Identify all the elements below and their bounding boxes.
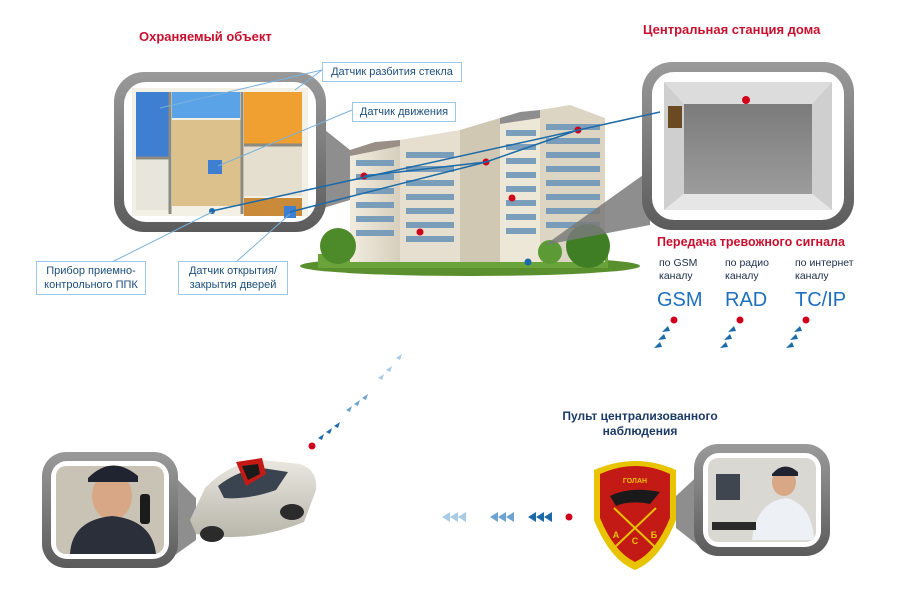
- channel-gsm-line1: по GSM: [659, 257, 698, 269]
- room-interior-image: [664, 82, 832, 210]
- channel-gsm-description: по GSM каналу: [659, 257, 697, 283]
- logo-letter-1: А: [613, 530, 620, 540]
- logo-letter-3: Б: [651, 530, 658, 540]
- glass-break-sensor-label: Датчик разбития стекла: [331, 66, 453, 78]
- glass-break-sensor-callout: Датчик разбития стекла: [322, 62, 462, 82]
- channel-signal-arrows: [654, 316, 810, 348]
- channel-radio-protocol: RAD: [725, 289, 768, 311]
- motion-sensor-callout: Датчик движения: [352, 102, 456, 122]
- channel-radio-line1: по радио: [725, 257, 769, 269]
- door-sensor-label-line1: Датчик открытия/: [188, 265, 278, 277]
- logo-text-group: ГОЛАН А С Б: [613, 478, 658, 546]
- channel-internet-line1: по интернет: [795, 257, 854, 269]
- door-sensor-callout: Датчик открытия/ закрытия дверей: [178, 261, 288, 295]
- car-signal-arrows: [308, 354, 402, 450]
- channel-radio-description: по радио каналу: [725, 257, 769, 283]
- door-sensor-label-line2: закрытия дверей: [189, 279, 277, 291]
- logo-top-text: ГОЛАН: [623, 478, 647, 485]
- channel-internet-protocol: TC/IP: [795, 289, 847, 311]
- logo-letter-2: С: [632, 536, 639, 546]
- monitoring-console-title-line2: наблюдения: [602, 424, 678, 438]
- central-station-title: Центральная станция дома: [643, 22, 821, 37]
- control-panel-label-line2: контрольного ППК: [44, 279, 138, 291]
- channel-gsm-protocol: GSM: [657, 289, 703, 311]
- channel-radio-line2: каналу: [725, 270, 759, 282]
- monitoring-console-title: Пульт централизованного наблюдения: [556, 409, 724, 439]
- channel-internet-description: по интернет каналу: [795, 257, 854, 283]
- control-panel-callout: Прибор приемно- контрольного ППК: [36, 261, 146, 295]
- floorplan-monitor: [114, 72, 350, 232]
- console-signal-arrows: [442, 512, 573, 522]
- central-unit-icon: [742, 96, 750, 104]
- operator-photo: [708, 458, 816, 542]
- motion-sensor-label: Датчик движения: [359, 106, 449, 118]
- guard-monitor: [42, 452, 196, 568]
- floorplan-image: [132, 88, 308, 218]
- control-panel-label-line1: Прибор приемно-: [46, 265, 136, 277]
- operator-monitor: [676, 444, 830, 556]
- sensor-lines: [211, 111, 661, 213]
- patrol-car: [190, 458, 317, 542]
- callout-lines: [111, 69, 353, 263]
- channel-internet-line2: каналу: [795, 270, 829, 282]
- protected-object-title: Охраняемый объект: [139, 29, 272, 44]
- company-logo: ГОЛАН А С Б: [594, 461, 676, 570]
- security-guard-photo: [56, 465, 164, 554]
- apartment-building: [300, 105, 640, 276]
- motion-sensor-icon: [208, 160, 222, 174]
- channel-gsm-line2: каналу: [659, 270, 693, 282]
- central-station-monitor: [545, 62, 854, 245]
- alarm-transmission-title: Передача тревожного сигнала: [657, 235, 845, 249]
- monitoring-console-title-line1: Пульт централизованного: [562, 409, 718, 423]
